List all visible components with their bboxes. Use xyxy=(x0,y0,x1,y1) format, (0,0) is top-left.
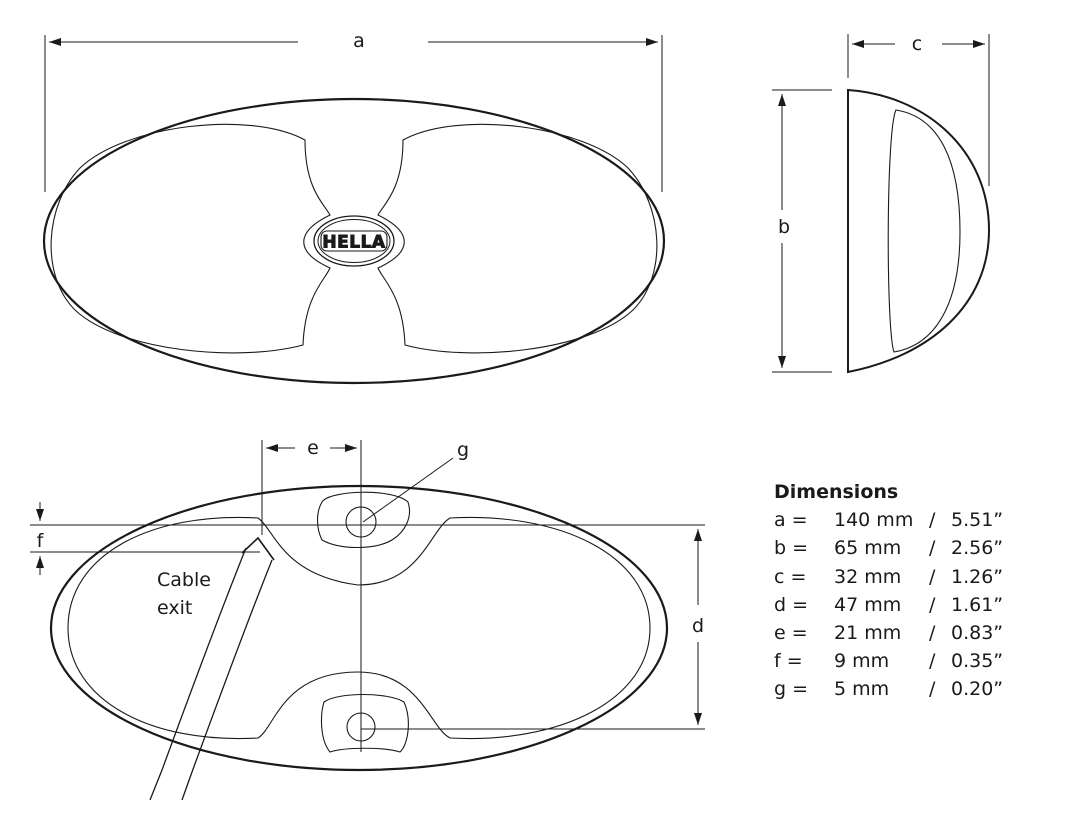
dimension-separator: / xyxy=(929,509,936,532)
dimension-mm: 140 mm xyxy=(834,509,914,532)
dimension-separator: / xyxy=(929,565,936,588)
dimension-mm: 32 mm xyxy=(834,565,902,588)
front-view xyxy=(42,97,666,385)
front-left-lens xyxy=(50,123,331,354)
dimension-mm: 65 mm xyxy=(834,537,902,560)
dimension-mm: 21 mm xyxy=(834,622,902,645)
dimension-f-label: f xyxy=(37,530,45,552)
dimension-inch: 0.35” xyxy=(951,650,1004,673)
dimension-inch: 1.61” xyxy=(951,593,1004,616)
dimension-key: a = xyxy=(774,509,808,532)
dimension-inch: 0.83” xyxy=(951,622,1004,645)
front-right-lens xyxy=(377,123,658,354)
dimension-row: f = 9 mm / 0.35” xyxy=(774,647,1011,675)
dimension-row: a = 140 mm / 5.51” xyxy=(774,506,1011,534)
dimension-key: b = xyxy=(774,537,809,560)
dimension-c xyxy=(847,34,990,186)
dimension-key: g = xyxy=(774,678,809,701)
dimensions-heading: Dimensions xyxy=(774,481,899,503)
rear-view xyxy=(49,484,669,801)
dimension-separator: / xyxy=(929,593,936,616)
cable-exit-label-line1: Cable xyxy=(157,569,211,591)
dimension-separator: / xyxy=(929,537,936,560)
dimension-row: b = 65 mm / 2.56” xyxy=(774,534,1011,562)
dimension-b-label: b xyxy=(778,216,790,238)
upper-mount-boss xyxy=(316,491,410,548)
dimension-key: e = xyxy=(774,622,808,645)
dimension-e xyxy=(261,440,357,535)
dimensions-table: Dimensions a = 140 mm / 5.51” b = 65 mm … xyxy=(774,478,1011,704)
reference-lines xyxy=(30,440,705,752)
dimension-key: f = xyxy=(774,650,803,673)
dimension-g-leader xyxy=(362,457,454,523)
dimension-mm: 5 mm xyxy=(834,678,890,701)
dimension-mm: 47 mm xyxy=(834,593,902,616)
dimension-row: d = 47 mm / 1.61” xyxy=(774,591,1011,619)
dimension-a xyxy=(44,35,663,192)
dimension-a-label: a xyxy=(353,30,365,52)
dimension-inch: 1.26” xyxy=(951,565,1004,588)
dimension-e-label: e xyxy=(307,437,319,459)
dimension-row: e = 21 mm / 0.83” xyxy=(774,619,1011,647)
dimension-separator: / xyxy=(929,678,936,701)
dimension-mm: 9 mm xyxy=(834,650,890,673)
dimension-separator: / xyxy=(929,650,936,673)
rear-inner-outline xyxy=(67,516,651,740)
dimension-row: g = 5 mm / 0.20” xyxy=(774,675,1011,703)
dimension-c-label: c xyxy=(912,33,922,55)
lower-mount-boss xyxy=(320,693,409,753)
dimension-key: c = xyxy=(774,565,807,588)
dimension-separator: / xyxy=(929,622,936,645)
dimension-d-label: d xyxy=(692,615,704,637)
front-outer-outline xyxy=(42,97,666,385)
cable-exit-mark xyxy=(241,536,275,561)
cable-exit-label-line2: exit xyxy=(157,597,192,619)
side-view xyxy=(847,88,991,374)
side-inner-lens xyxy=(887,109,961,353)
dimension-g-label: g xyxy=(457,439,469,461)
rear-outer-outline xyxy=(49,484,669,772)
dimension-key: d = xyxy=(774,593,809,616)
dimension-inch: 0.20” xyxy=(951,678,1004,701)
cable xyxy=(149,547,273,801)
dimension-inch: 5.51” xyxy=(951,509,1004,532)
dimension-inch: 2.56” xyxy=(951,537,1004,560)
dimension-row: c = 32 mm / 1.26” xyxy=(774,563,1011,591)
hella-logo-text: HELLA xyxy=(322,233,386,253)
hella-logo xyxy=(313,215,395,267)
side-outline xyxy=(847,88,991,374)
dimension-b xyxy=(772,89,832,373)
